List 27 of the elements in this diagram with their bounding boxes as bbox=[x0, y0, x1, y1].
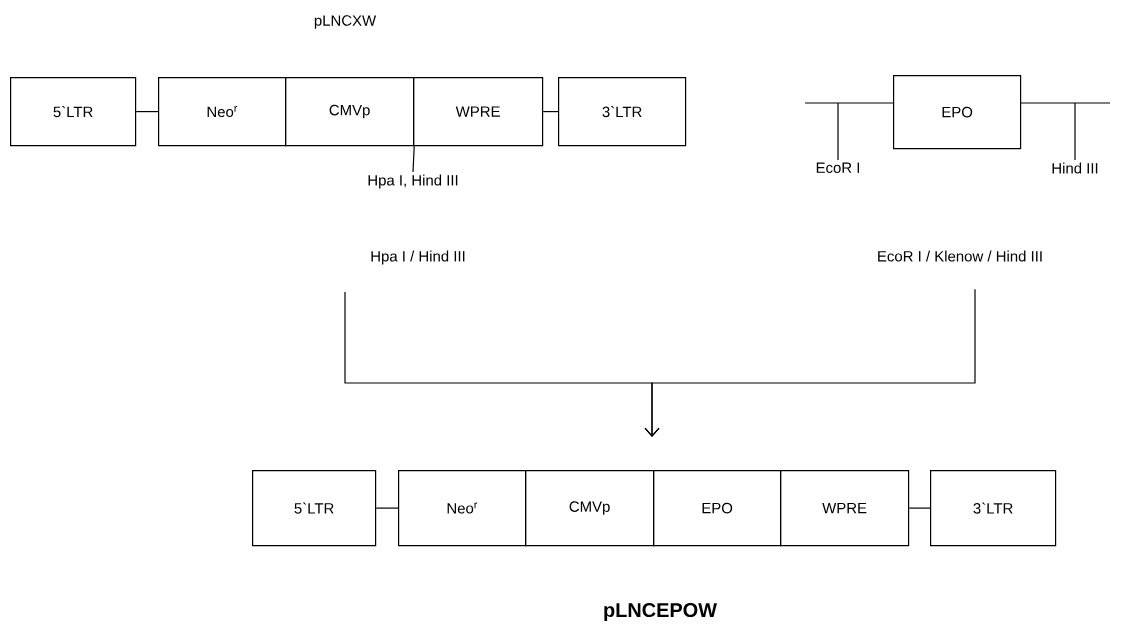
site-label: EcoR I bbox=[816, 162, 859, 173]
connector-line bbox=[542, 111, 559, 113]
site-label: Hind III bbox=[1052, 162, 1098, 174]
segment-box: CMVp bbox=[525, 470, 655, 547]
vector-name: pLNCEPOW bbox=[604, 603, 717, 621]
segment-box: EPO bbox=[653, 470, 782, 547]
segment-box: WPRE bbox=[780, 470, 910, 547]
vector-name: pLNCXW bbox=[314, 15, 377, 29]
segment-box: WPRE bbox=[413, 77, 544, 147]
segment-box: 5`LTR bbox=[252, 470, 377, 547]
segment-box: CMVp bbox=[285, 77, 415, 147]
segment-box: EPO bbox=[893, 75, 1022, 150]
segment-box: 3`LTR bbox=[930, 470, 1057, 547]
segment-box: Neo$^{r}$ bbox=[398, 470, 527, 547]
connector-line bbox=[135, 111, 159, 113]
segment-box: Neo$^{r}$ bbox=[158, 77, 287, 147]
site-label: Hpa I, Hind III bbox=[368, 174, 458, 189]
leader-line bbox=[412, 145, 415, 173]
leader-line bbox=[1074, 102, 1076, 161]
segment-box: 5`LTR bbox=[10, 77, 137, 147]
segment-box: 3`LTR bbox=[558, 77, 687, 147]
leader-line bbox=[837, 102, 839, 161]
connector-line bbox=[908, 507, 931, 509]
connector-line bbox=[375, 507, 399, 509]
arrow bbox=[644, 288, 976, 437]
site-label: EcoR I / Klenow / Hind III bbox=[878, 250, 1042, 262]
site-label: Hpa I / Hind III bbox=[371, 250, 465, 265]
